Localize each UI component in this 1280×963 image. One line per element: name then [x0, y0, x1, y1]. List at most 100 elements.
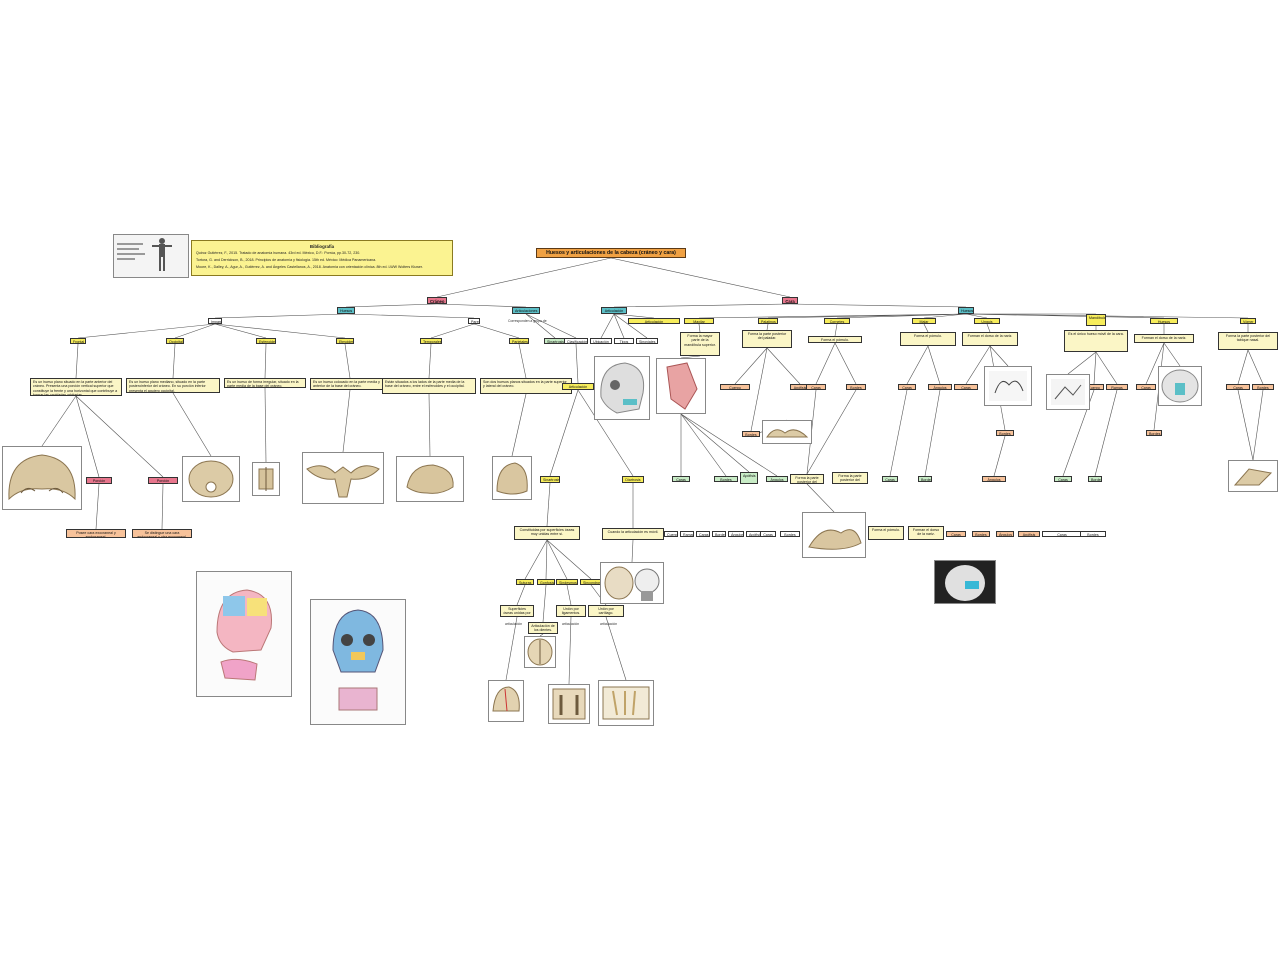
impares-node: Impares [208, 318, 222, 324]
desc-cara-small: Forman el dorso de la nariz. [908, 526, 944, 540]
connector-line [214, 313, 347, 319]
connector-line [965, 345, 991, 385]
nasales-caras: Caras [1136, 384, 1156, 390]
connector-line [546, 482, 551, 527]
connector-line [525, 313, 556, 339]
connector-line [631, 539, 634, 563]
gonfosis-image [524, 636, 556, 668]
desc-cara-mid: Forma la parte posterior del tabique nas… [832, 472, 868, 484]
sinartrosis-node: Sinartrosis [540, 476, 560, 483]
connector-line [989, 345, 1009, 367]
mandibula-ramas: Ramas [1106, 384, 1128, 390]
suturas-node: Suturas [516, 579, 534, 585]
connector-line [965, 313, 1249, 319]
leaf-salmon: Apófisis [1018, 531, 1040, 537]
desc-temporales: Están situados a los lados de la parte m… [382, 378, 476, 394]
connector-line [430, 323, 475, 339]
connector-line [750, 347, 768, 432]
connector-line [436, 303, 527, 308]
connector-line [734, 347, 768, 385]
desc-cara-mid: Forma la parte posterior del paladar. [790, 474, 824, 484]
bibliography-heading: Bibliografía [309, 244, 335, 249]
bone-parietales: Parietales [509, 338, 529, 344]
leaf-bottom: Caras [760, 531, 776, 537]
esfenoides-bone-image [302, 452, 384, 504]
desc-occipital: Es un hueso plano mediano, situado en la… [126, 378, 220, 393]
connector-line [1067, 351, 1097, 375]
note-porcion-vertical: Posee cara exocraneal y endocraneal. [66, 529, 126, 538]
vomer-bordes: Bordes [1252, 384, 1274, 390]
connector-line [542, 584, 547, 623]
connector-line [505, 616, 518, 681]
leaf-bottom: Caras [696, 531, 710, 537]
bone-unguis: Unguis [974, 318, 1000, 324]
connector-line [986, 323, 991, 333]
bone-cornetes: Cornetes inferiores [824, 318, 850, 324]
connector-line [214, 323, 267, 339]
connector-line [1163, 342, 1181, 367]
leaf-salmon: Ángulos [996, 531, 1014, 537]
desc-gonfosis: Articulación de los dientes. [528, 622, 558, 634]
note-porcion-horizontal: Se distingue una cara endocraneal y otra… [132, 529, 192, 538]
connector-line [789, 303, 967, 308]
leaf-bottom: Bordes [1080, 531, 1106, 537]
cornete-bordes: Bordes [846, 384, 866, 390]
pares-node: Pares [468, 318, 480, 324]
connector-line [613, 313, 625, 339]
sindesmosis-node: Sindesmosis [556, 579, 578, 585]
bibliography-line: Tortora, G. and Derrickson, B., 2018. Pr… [196, 258, 377, 262]
connector-line [214, 323, 346, 339]
connector-line [680, 355, 701, 359]
connector-line [680, 413, 778, 477]
connector-line [473, 323, 520, 339]
leaf-apofisis-a: Apófisis [740, 472, 758, 484]
connector-line [342, 389, 351, 453]
connector-line [436, 257, 612, 298]
sincondrosis-image [598, 680, 654, 726]
leaf-bordes-b: Bordes [918, 476, 932, 482]
bone-etmoides: Etmoides [336, 338, 354, 344]
connector-line [698, 323, 701, 333]
connector-line [75, 395, 100, 478]
desc-malar: Forma el pómulo. [900, 332, 956, 346]
maxilar-image [656, 358, 706, 414]
connector-line [834, 323, 838, 337]
malar-angulos: Ángulos [928, 384, 952, 390]
atm-green-node: Articulación temporomandibular [601, 307, 627, 314]
desc-diartrosis: Cuando la articulación es móvil. [602, 528, 664, 540]
cornete-caras: Caras [806, 384, 826, 390]
movimientos-node: Sinoviales [636, 338, 658, 344]
cornete-image [802, 512, 866, 558]
branch-craneo: Cráneo [427, 297, 447, 304]
connector-line [923, 313, 967, 319]
vomer-image [1228, 460, 1278, 492]
frontal-bone-image [2, 446, 82, 510]
desc-vomer-nasal: Forman el dorso de la nariz. [1134, 334, 1194, 343]
unguis-bordes: Bordes [996, 430, 1014, 436]
articulacion-label: articulación [600, 622, 618, 626]
desc-sindesmosis: Unión por ligamentos. [556, 605, 586, 617]
vomer-caras: Caras [1226, 384, 1250, 390]
atm-node: Articulación temporomandibular [562, 383, 594, 390]
connector-line [77, 323, 216, 339]
suture-image [488, 680, 524, 722]
leaf-bottom: Caras [1042, 531, 1082, 537]
connector-line [428, 393, 431, 457]
main-title-node: Huesos y articulaciones de la cabeza (cr… [536, 248, 686, 258]
bone-vomer: Vómer [1240, 318, 1256, 324]
connector-line [511, 393, 527, 457]
desc-sinartrosis: Constituidas por superficies óseas muy u… [514, 526, 580, 540]
connector-line [836, 313, 967, 319]
porcion-vertical-node: Porción vertical [86, 477, 112, 484]
sincondrosis-node: Sincondrosis [580, 579, 602, 585]
connector-line [600, 313, 615, 339]
connector-line [613, 313, 648, 339]
conexion-label: Corresponden a grupo de [508, 319, 547, 323]
connector-line [767, 313, 967, 319]
gonfosis-node: Gonfosis [537, 579, 555, 585]
connector-line [516, 584, 526, 606]
articulacion-label: articulación [505, 622, 523, 626]
desc-sincondrosis: Unión por cartílago. [588, 605, 624, 617]
connector-line [524, 539, 548, 580]
leaf-caras-a: Caras [672, 476, 690, 482]
